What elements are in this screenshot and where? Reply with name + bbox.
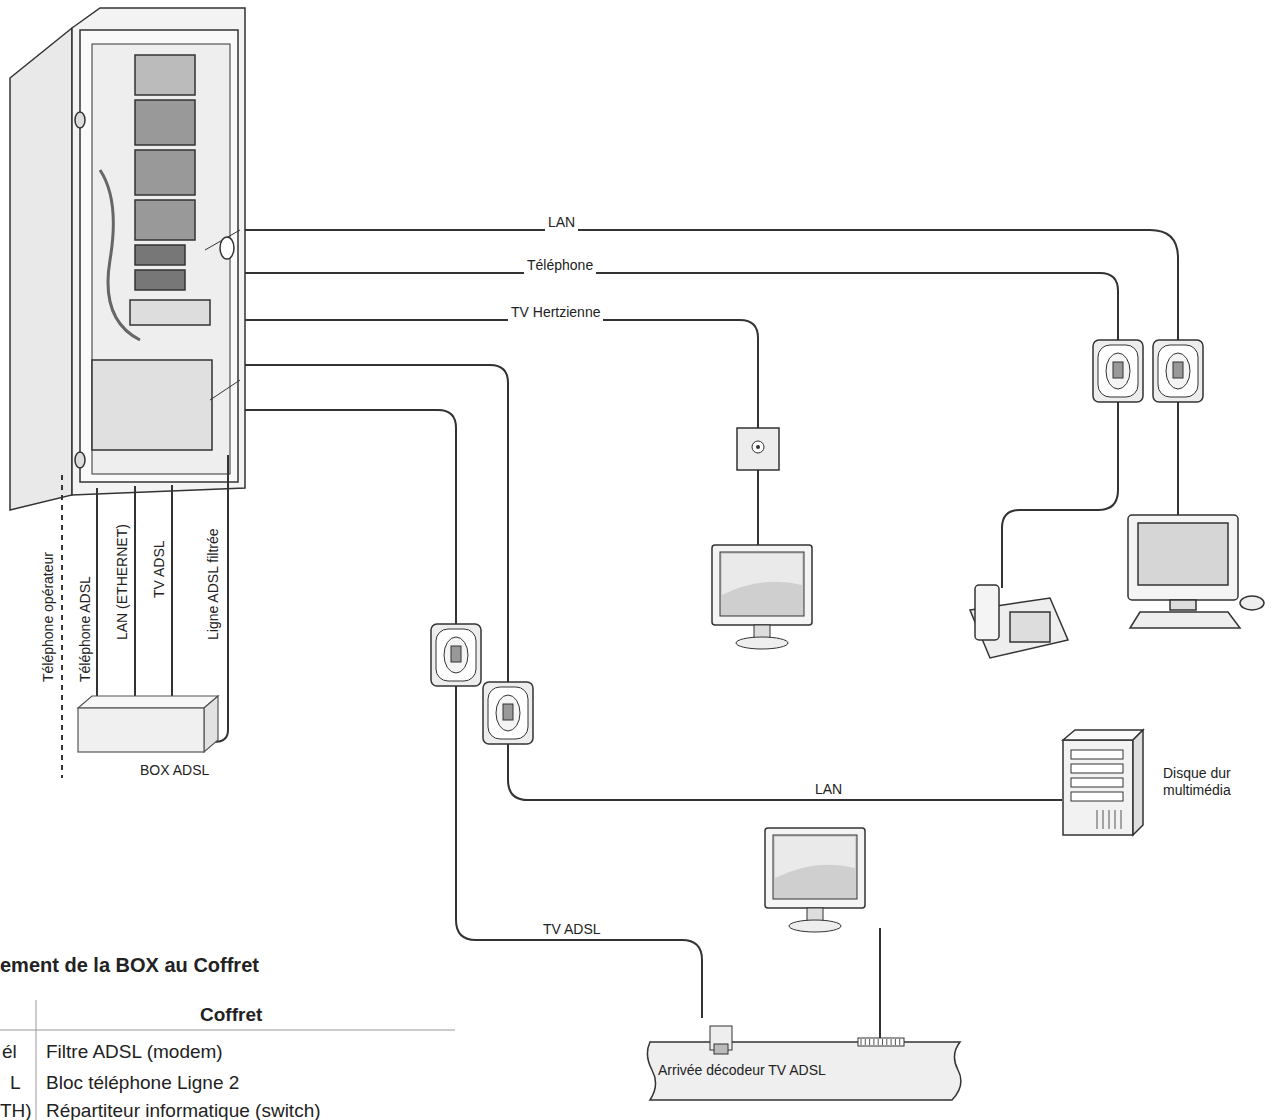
phone-socket <box>1093 340 1143 402</box>
cable-label: TV ADSL <box>152 540 167 598</box>
cables <box>245 230 1178 1042</box>
decoder-band: Arrivée décodeur TV ADSL <box>640 1020 980 1120</box>
tv-monitor <box>765 828 865 932</box>
table-cell: Répartiteur informatique (switch) <box>46 1099 321 1120</box>
table-cell: L <box>10 1071 21 1094</box>
cable-label: Téléphone opérateur <box>41 552 56 682</box>
cable-label: Téléphone <box>524 257 596 274</box>
table-rule <box>36 1000 37 1120</box>
cable-label: TV ADSL <box>540 921 604 938</box>
table-cell: él <box>2 1040 17 1063</box>
telephone <box>970 585 1068 658</box>
node-label: Arrivée décodeur TV ADSL <box>658 1062 826 1079</box>
adsl-box: BOX ADSL <box>70 690 230 790</box>
box-cables <box>62 455 228 778</box>
table-header: Coffret <box>200 1003 262 1026</box>
node-label: BOX ADSL <box>140 762 209 779</box>
table-cell: TH) <box>0 1099 32 1120</box>
cable-label: LAN (ETHERNET) <box>115 524 130 640</box>
media-server: Disque dur multimédia <box>1055 725 1265 840</box>
cable-label: LAN <box>545 214 578 231</box>
table-cell: Filtre ADSL (modem) <box>46 1040 223 1063</box>
rj45-socket <box>1153 340 1203 402</box>
tv-socket <box>737 428 779 470</box>
rj45-socket <box>431 624 481 686</box>
cable-label: Téléphone ADSL <box>78 576 93 682</box>
tv-monitor <box>712 545 812 649</box>
table-title: ement de la BOX au Coffret <box>0 953 259 977</box>
cable-label: TV Hertzienne <box>508 304 603 321</box>
table-rule <box>0 1030 455 1031</box>
rj45-socket <box>483 682 533 744</box>
cable-label: LAN <box>812 781 845 798</box>
node-label: Disque dur multimédia <box>1163 765 1258 799</box>
computer <box>1128 515 1264 628</box>
media-server-shape <box>1055 725 1265 840</box>
cable-label: Ligne ADSL filtrée <box>206 528 221 640</box>
table-cell: Bloc téléphone Ligne 2 <box>46 1071 239 1094</box>
cabinet <box>10 8 245 510</box>
